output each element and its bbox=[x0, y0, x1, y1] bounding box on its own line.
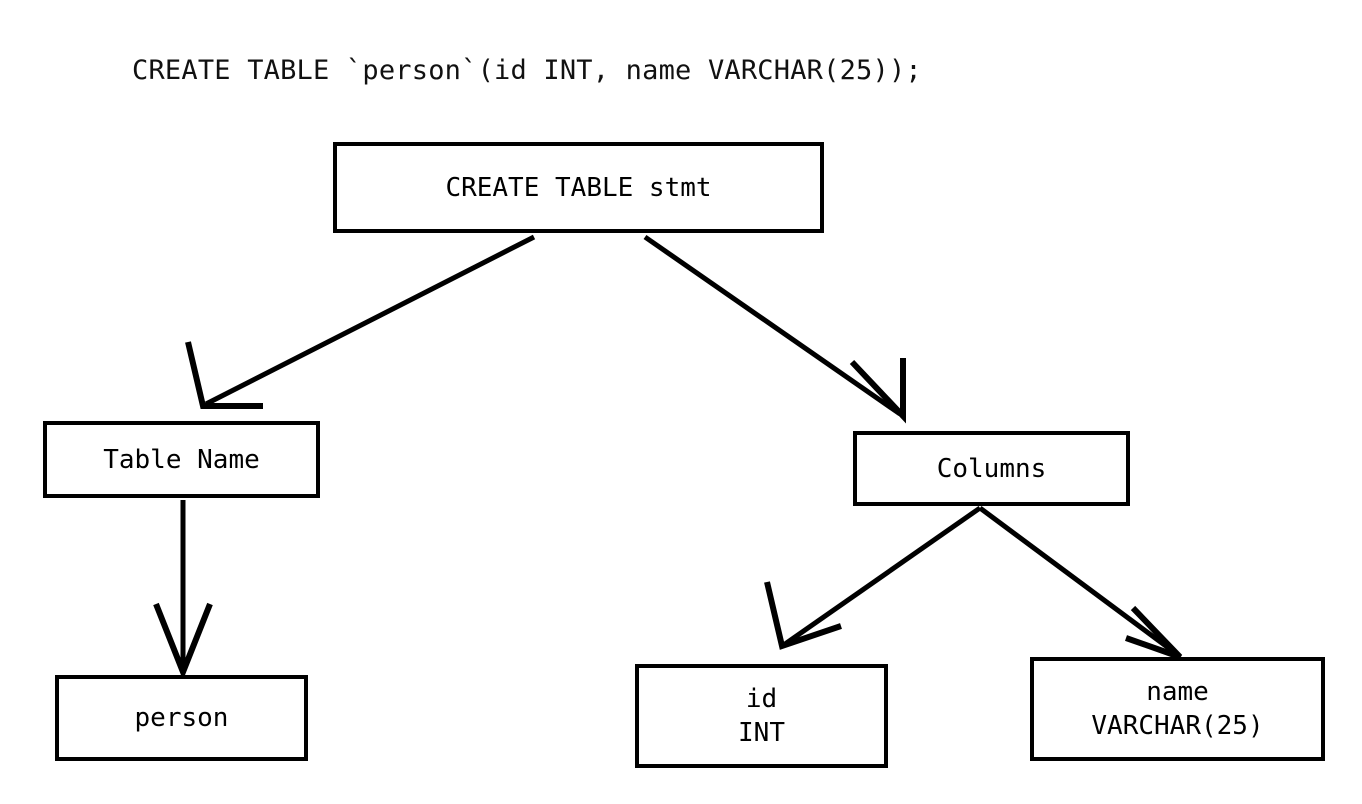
node-label-line: Table Name bbox=[103, 444, 260, 475]
node-label-line-name: name bbox=[1146, 677, 1209, 707]
node-label-line-type: VARCHAR(25) bbox=[1091, 711, 1264, 741]
node-label-line-name: id bbox=[745, 684, 778, 714]
node-column-name[interactable]: name VARCHAR(25) bbox=[1030, 657, 1325, 761]
edge-table-name-to-person bbox=[153, 500, 213, 681]
edge-root-to-table-name bbox=[185, 234, 536, 409]
edge-root-to-columns bbox=[643, 234, 906, 424]
node-columns[interactable]: Columns bbox=[853, 431, 1130, 506]
edge-columns-to-col-id bbox=[764, 505, 982, 650]
node-label-line: Columns bbox=[936, 453, 1047, 484]
node-table-name[interactable]: Table Name bbox=[43, 421, 320, 498]
sql-statement-caption: CREATE TABLE `person`(id INT, name VARCH… bbox=[132, 55, 922, 86]
node-label-line: CREATE TABLE stmt bbox=[445, 172, 712, 203]
node-label-line-type: INT bbox=[738, 718, 785, 748]
node-label-line: person bbox=[134, 703, 229, 733]
node-column-id[interactable]: id INT bbox=[635, 664, 888, 768]
node-person[interactable]: person bbox=[55, 675, 308, 761]
edge-columns-to-col-name bbox=[978, 505, 1183, 660]
node-create-table-stmt[interactable]: CREATE TABLE stmt bbox=[333, 142, 824, 233]
